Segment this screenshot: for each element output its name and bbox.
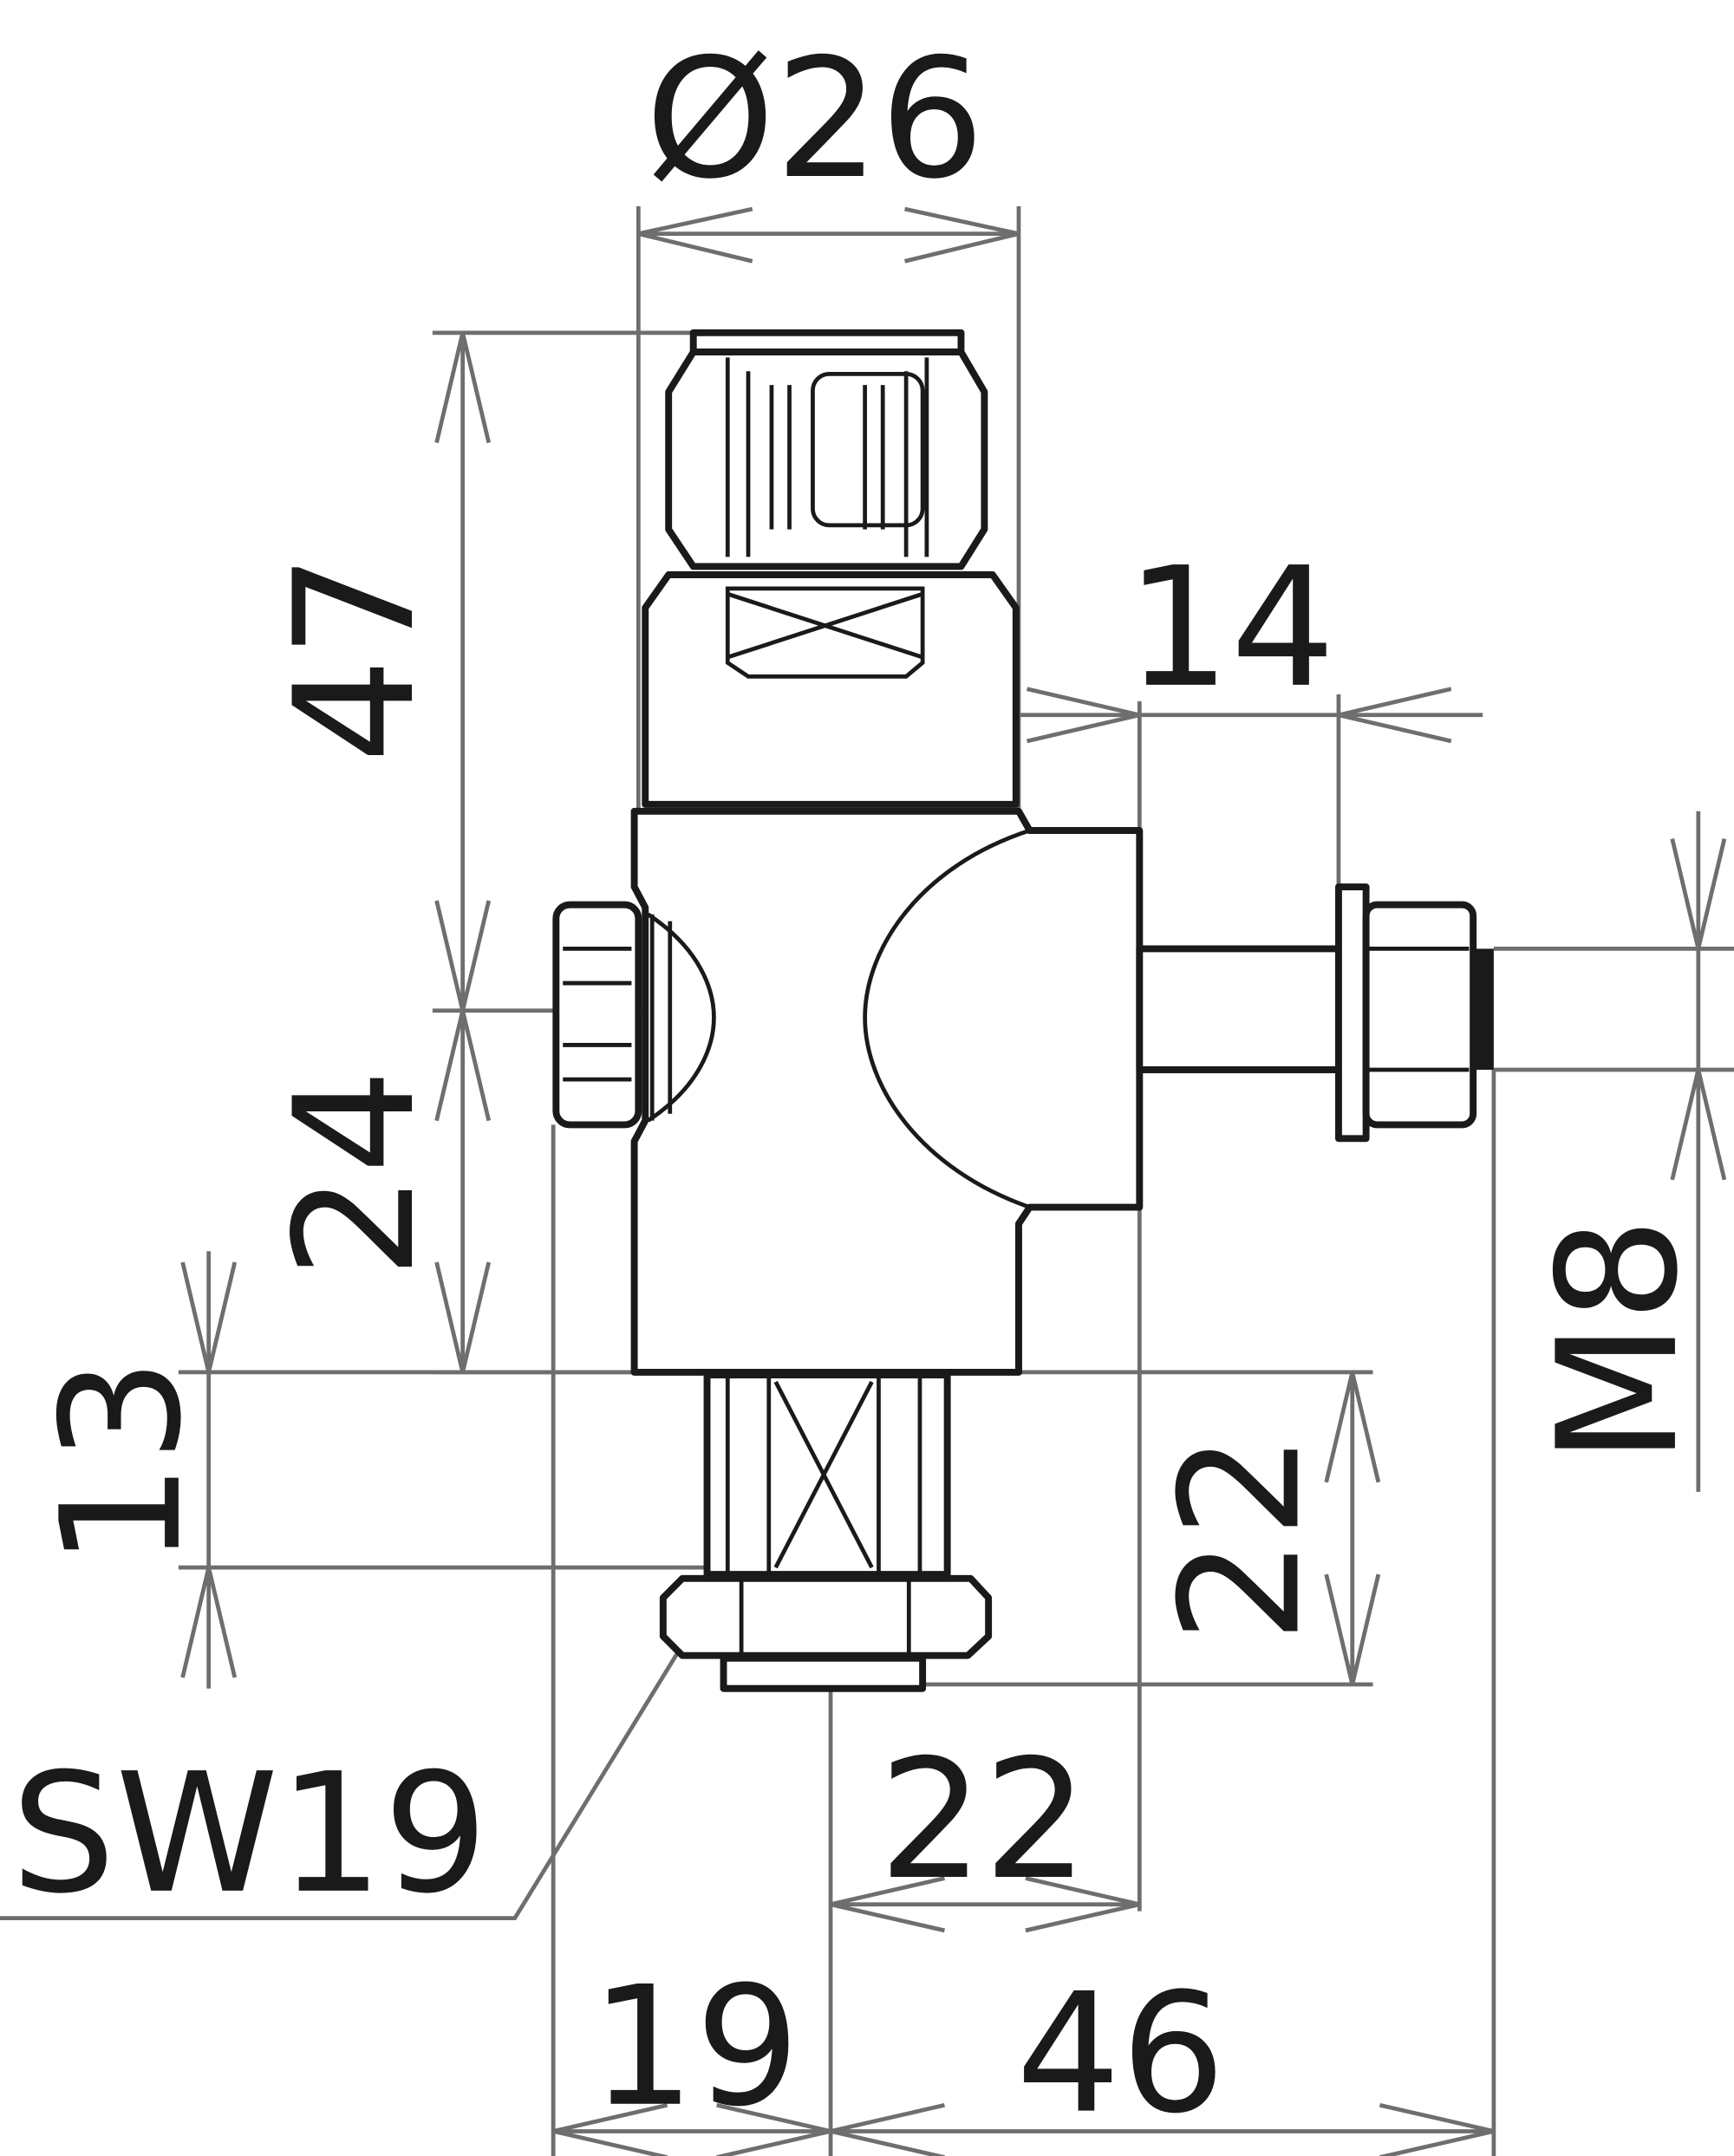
dim-label-sw19: SW19 bbox=[11, 1737, 488, 1930]
dimension-labels: Ø26 47 24 13 14 M8 22 22 19 46 SW19 bbox=[11, 23, 1714, 2150]
left-side-nut bbox=[552, 901, 673, 1129]
dim-label-46: 46 bbox=[1016, 1957, 1226, 2150]
hex-collar bbox=[642, 571, 1020, 808]
main-body bbox=[630, 807, 1144, 1376]
bottom-stem bbox=[703, 1371, 951, 1579]
dim-label-13: 13 bbox=[25, 1358, 218, 1567]
dimension-lines bbox=[0, 205, 1734, 2156]
dim-label-47: 47 bbox=[258, 553, 451, 763]
dim-label-22-vertical: 22 bbox=[1144, 1433, 1337, 1643]
dim-label-top-diameter: Ø26 bbox=[645, 23, 984, 215]
right-m8-bolt bbox=[1136, 883, 1494, 1143]
bottom-hex-nut bbox=[659, 1574, 993, 1692]
dim-label-m8: M8 bbox=[1522, 1217, 1714, 1464]
dim-label-19: 19 bbox=[590, 1951, 800, 2143]
top-cap-nut bbox=[665, 329, 988, 570]
dim-label-14: 14 bbox=[1125, 531, 1335, 724]
dim-label-24: 24 bbox=[258, 1069, 451, 1279]
dim-label-22-horizontal: 22 bbox=[878, 1723, 1088, 1916]
